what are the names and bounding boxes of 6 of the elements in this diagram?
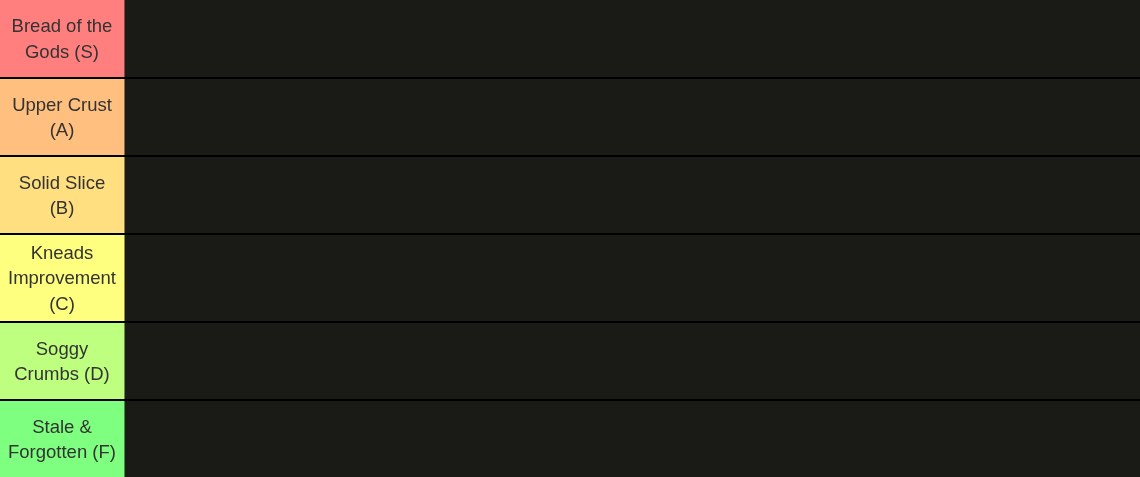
tier-label: Stale & Forgotten (F)	[0, 401, 125, 477]
tier-label: Soggy Crumbs (D)	[0, 323, 125, 399]
tier-label: Upper Crust (A)	[0, 79, 125, 155]
tier-label: Kneads Improvement (C)	[0, 235, 125, 321]
tier-label: Bread of the Gods (S)	[0, 0, 125, 77]
tier-label: Solid Slice (B)	[0, 157, 125, 233]
